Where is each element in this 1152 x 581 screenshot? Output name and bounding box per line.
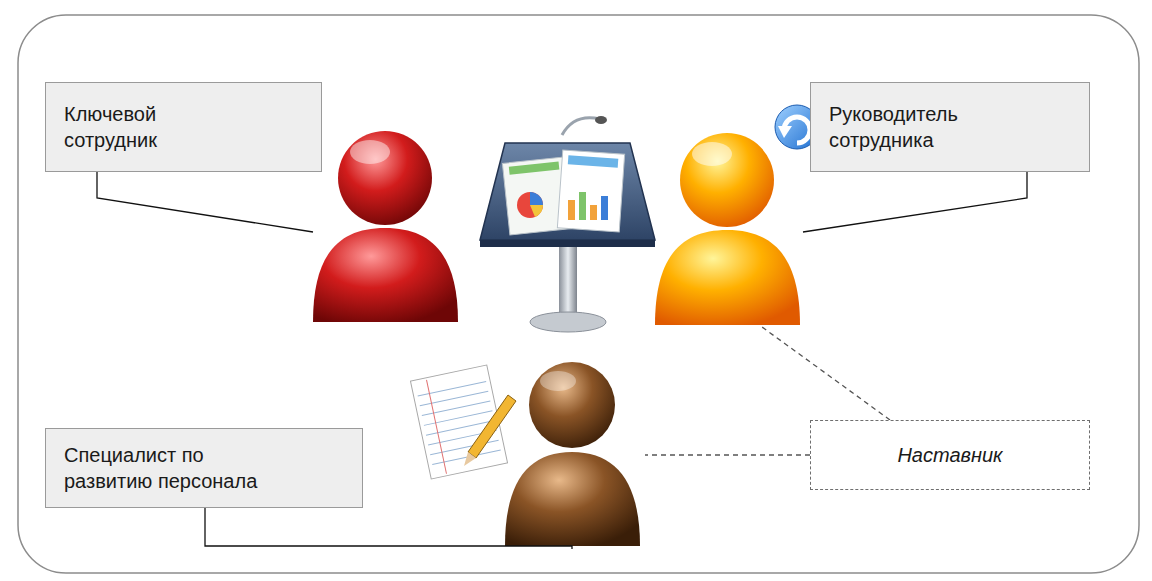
label-box: Ключевой сотрудник — [45, 82, 322, 172]
frame — [18, 15, 1139, 573]
leader-line — [803, 172, 1027, 232]
leader-line — [97, 172, 313, 232]
label-box: Специалист по развитию персонала — [45, 428, 363, 508]
label-box: Руководитель сотрудника — [810, 82, 1090, 172]
box-label: Наставник — [897, 442, 1002, 468]
podium-icon — [480, 116, 655, 332]
role-box: Наставник — [810, 420, 1090, 490]
box-label: Ключевой сотрудник — [64, 101, 194, 154]
person-icon — [655, 133, 800, 325]
person-icon — [313, 131, 458, 322]
notepad-icon — [410, 365, 516, 479]
box-label: Руководитель сотрудника — [829, 101, 979, 154]
leader-line — [205, 508, 572, 549]
leader-line — [645, 454, 810, 455]
leader-line — [762, 327, 890, 420]
person-icon — [505, 362, 640, 546]
box-label: Специалист по развитию персонала — [64, 442, 274, 495]
